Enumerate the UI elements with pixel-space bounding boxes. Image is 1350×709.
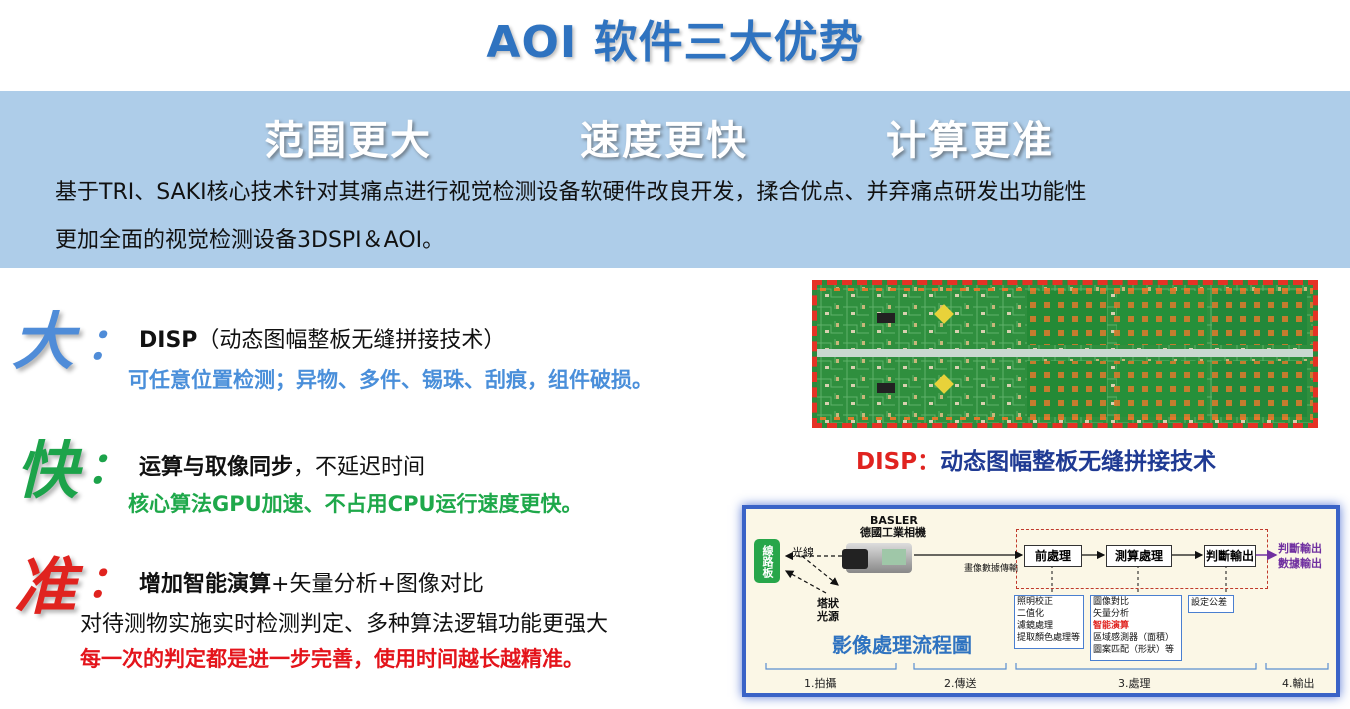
- judge-item-1: 設定公差: [1191, 598, 1228, 608]
- stage-output: 4.輸出: [1282, 677, 1315, 690]
- transfer-label: 畫像數據傳輸: [964, 564, 1019, 574]
- judge-output-node: 判斷輸出: [1204, 545, 1256, 567]
- stage-process: 3.處理: [1118, 677, 1151, 690]
- pcb-caption-text: 动态图幅整板无缝拼接技术: [940, 449, 1217, 475]
- calculation-item-5: 圖案匹配（形狀）等: [1093, 645, 1175, 655]
- zhun-char: 准: [14, 550, 77, 623]
- kuai-heading-rest: ，不延迟时间: [293, 455, 426, 480]
- kuai-heading-bold: 运算与取像同步: [139, 455, 294, 480]
- zhun-detail: 每一次的判定都是进一步完善，使用时间越长越精准。: [80, 647, 584, 671]
- pcb-illustration: [817, 285, 1313, 423]
- advantages-band: [0, 91, 1350, 268]
- light-source-label: 塔狀光源: [817, 597, 839, 623]
- advantage-accuracy: 计算更准: [886, 118, 1054, 164]
- kuai-detail: 核心算法GPU加速、不占用CPU运行速度更快。: [128, 492, 583, 516]
- calculation-item-3: 智能演算: [1093, 621, 1130, 631]
- da-char: 大: [12, 305, 75, 378]
- judge-items: 設定公差: [1188, 595, 1234, 613]
- calculation-item-1: 圖像對比: [1093, 597, 1130, 607]
- circuit-board-node: 線路板: [754, 539, 780, 583]
- pcb-panel-image: [812, 280, 1318, 428]
- zhun-heading: 增加智能演算+矢量分析+图像对比: [139, 566, 484, 598]
- da-heading: DISP（动态图幅整板无缝拼接技术）: [139, 322, 505, 354]
- preprocess-items: 照明校正 二值化 濾鏡處理 提取顏色處理等: [1014, 595, 1084, 649]
- da-heading-rest: （动态图幅整板无缝拼接技术）: [197, 328, 506, 353]
- calculation-item-4: 區域感測器（面積）: [1093, 633, 1175, 643]
- camera-brand: BASLER: [870, 514, 918, 527]
- preprocess-item-3: 濾鏡處理: [1017, 621, 1054, 631]
- pcb-caption-prefix: DISP：: [856, 449, 941, 475]
- calculation-item-2: 矢量分析: [1093, 609, 1130, 619]
- image-processing-flow-diagram: 線路板 光線 塔狀光源 BASLER 德國工業相機: [742, 505, 1340, 697]
- preprocess-node: 前處理: [1024, 545, 1082, 567]
- stage-transfer: 2.傳送: [944, 677, 977, 690]
- preprocess-item-4: 提取顏色處理等: [1017, 633, 1081, 643]
- zhun-colon: ：: [86, 557, 130, 608]
- camera-name: 德國工業相機: [860, 526, 926, 539]
- preprocess-item-1: 照明校正: [1017, 597, 1054, 607]
- zhun-heading-rest: +矢量分析+图像对比: [271, 572, 484, 597]
- camera-icon: [842, 543, 912, 573]
- flow-arrows: [765, 549, 1329, 670]
- page-title: AOI 软件三大优势: [486, 17, 864, 68]
- flow-diagram-title: 影像處理流程圖: [832, 633, 972, 657]
- kuai-colon: ：: [86, 443, 130, 494]
- zhun-line-2: 对待测物实施实时检测判定、多种算法逻辑功能更强大: [80, 612, 609, 637]
- da-colon: ：: [86, 319, 130, 370]
- pcb-caption: DISP：动态图幅整板无缝拼接技术: [856, 442, 1216, 476]
- advantage-range: 范围更大: [264, 118, 432, 164]
- kuai-heading: 运算与取像同步，不延迟时间: [139, 449, 425, 481]
- intro-line-2: 更加全面的视觉检测设备3DSPI＆AOI。: [55, 228, 445, 253]
- preprocess-item-2: 二值化: [1017, 609, 1045, 619]
- stage-capture: 1.拍攝: [804, 677, 837, 690]
- output-data: 數據輸出: [1278, 557, 1322, 570]
- kuai-char: 快: [16, 434, 79, 507]
- output-judge: 判斷輸出: [1278, 542, 1322, 555]
- intro-line-1: 基于TRI、SAKI核心技术针对其痛点进行视觉检测设备软硬件改良开发，揉合优点、…: [55, 180, 1087, 205]
- calculation-node: 測算處理: [1106, 545, 1172, 567]
- advantage-speed: 速度更快: [580, 118, 748, 164]
- da-detail: 可任意位置检测；异物、多件、锡珠、刮痕，组件破损。: [128, 368, 653, 392]
- da-heading-bold: DISP: [139, 328, 198, 353]
- zhun-heading-bold: 增加智能演算: [139, 572, 272, 597]
- calculation-items: 圖像對比 矢量分析 智能演算 區域感測器（面積） 圖案匹配（形狀）等: [1090, 595, 1182, 661]
